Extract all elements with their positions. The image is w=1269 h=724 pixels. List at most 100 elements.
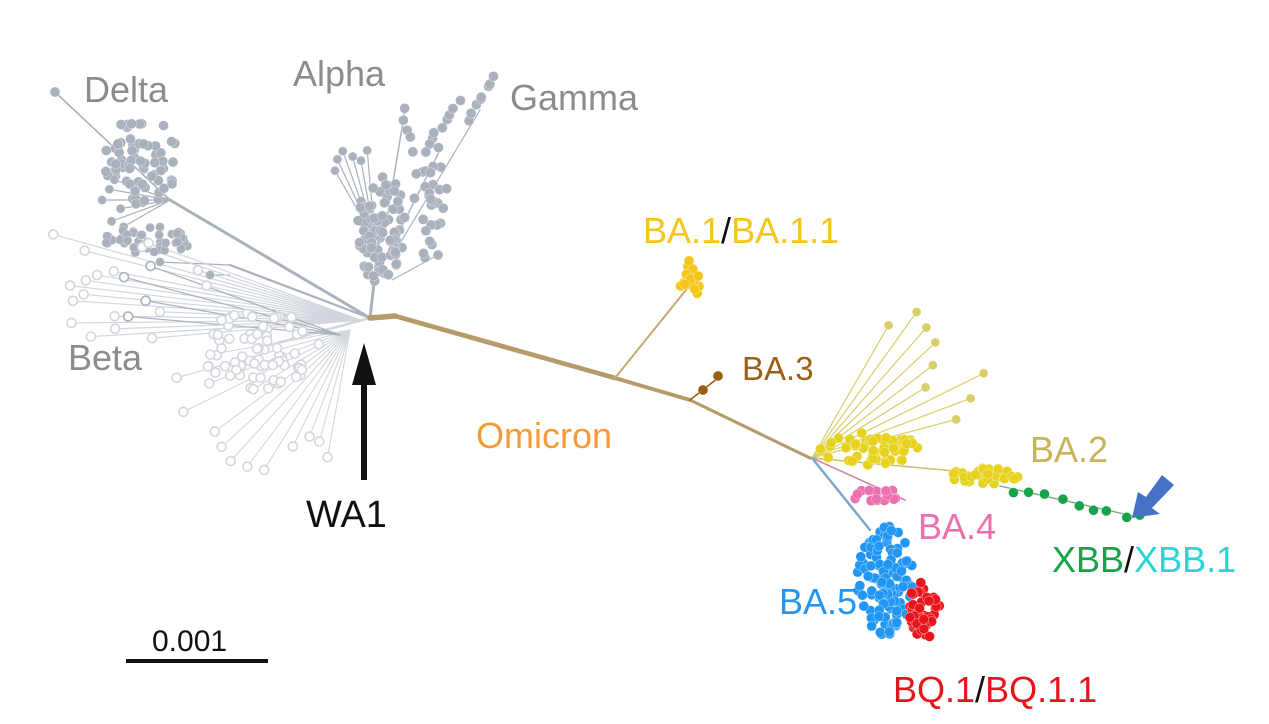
ba5-node bbox=[873, 540, 885, 552]
gamma-node bbox=[437, 122, 448, 134]
beta-node bbox=[252, 328, 263, 340]
ba1-node bbox=[683, 255, 695, 267]
beta-branch bbox=[72, 300, 361, 321]
beta-node bbox=[143, 237, 154, 249]
alpha-node bbox=[337, 146, 348, 157]
ba1-node bbox=[692, 270, 704, 282]
label-ba1-group: BA.1/BA.1.1 bbox=[643, 213, 839, 249]
delta-node bbox=[125, 133, 136, 145]
beta-node bbox=[225, 455, 237, 467]
beta-node bbox=[47, 229, 59, 240]
alpha-node bbox=[399, 102, 410, 114]
ba5-node bbox=[884, 626, 895, 638]
delta-node bbox=[137, 178, 148, 190]
beta-node bbox=[91, 269, 103, 281]
ba1-node bbox=[689, 283, 700, 295]
beta-node bbox=[297, 325, 308, 337]
ba2-node bbox=[850, 438, 861, 450]
delta-node bbox=[129, 185, 141, 197]
beta-node bbox=[108, 266, 119, 277]
beta-node bbox=[313, 339, 325, 350]
ba5-node bbox=[873, 611, 885, 622]
beta-node bbox=[78, 289, 89, 300]
alpha-node bbox=[363, 261, 374, 273]
beta-node bbox=[216, 441, 227, 453]
ba5-node bbox=[857, 589, 868, 601]
delta-node bbox=[126, 118, 137, 130]
beta-node bbox=[229, 310, 240, 321]
beta-branch bbox=[309, 329, 351, 438]
beta-branch bbox=[327, 329, 351, 458]
alpha-node bbox=[390, 247, 401, 258]
gamma-node bbox=[447, 103, 459, 114]
gamma-node bbox=[476, 91, 487, 103]
gamma-node bbox=[420, 225, 432, 237]
beta-node bbox=[231, 364, 242, 376]
xbb-node bbox=[1057, 493, 1069, 505]
gamma-node bbox=[441, 183, 452, 195]
beta-branch bbox=[292, 329, 351, 447]
omicron-trunk bbox=[688, 398, 812, 460]
delta-node bbox=[106, 216, 117, 227]
xbb-node bbox=[1074, 500, 1085, 512]
gamma-node bbox=[424, 236, 436, 247]
label-bq1-group: BQ.1/BQ.1.1 bbox=[893, 672, 1097, 708]
beta-node bbox=[212, 329, 224, 341]
alpha-node bbox=[362, 145, 372, 156]
beta-node bbox=[66, 317, 77, 329]
ba2-node bbox=[856, 427, 868, 439]
delta-node bbox=[49, 86, 61, 98]
beta-node bbox=[140, 295, 151, 307]
beta-node bbox=[85, 331, 97, 342]
delta-node bbox=[101, 145, 112, 156]
beta-branch bbox=[197, 269, 361, 321]
alpha-node bbox=[387, 203, 399, 215]
delta-node bbox=[166, 178, 178, 190]
ba2-node bbox=[815, 443, 826, 455]
ba2-node bbox=[970, 469, 982, 480]
alpha-node bbox=[366, 242, 377, 253]
beta-node bbox=[209, 426, 221, 437]
ba2-branch bbox=[811, 372, 985, 459]
xbb-node bbox=[1039, 488, 1050, 500]
ba2-node bbox=[911, 307, 922, 317]
delta-node bbox=[109, 174, 120, 185]
beta-node bbox=[171, 372, 182, 384]
xbb-node bbox=[1088, 504, 1099, 516]
delta-node bbox=[115, 203, 126, 214]
ba5-node bbox=[882, 559, 894, 570]
alpha-node bbox=[355, 202, 366, 213]
ba2-node bbox=[948, 468, 959, 480]
delta-sub-node bbox=[205, 270, 215, 280]
alpha-node bbox=[330, 165, 340, 176]
ba2-node bbox=[896, 455, 908, 466]
beta-node bbox=[287, 441, 299, 452]
delta-node bbox=[97, 195, 107, 205]
alpha-node bbox=[352, 215, 364, 226]
label-gamma: Gamma bbox=[510, 77, 639, 118]
omicron-trunk bbox=[613, 376, 692, 402]
beta-branch bbox=[159, 311, 361, 321]
delta-sub-node bbox=[155, 257, 165, 267]
beta-node bbox=[251, 343, 263, 355]
ba2-node bbox=[888, 442, 899, 454]
omicron-trunk bbox=[392, 313, 618, 381]
delta-node bbox=[100, 166, 112, 177]
gamma-node bbox=[425, 193, 437, 205]
ba5-node bbox=[862, 570, 874, 582]
alpha-node bbox=[332, 154, 343, 165]
beta-node bbox=[219, 360, 231, 372]
ba2-branch bbox=[811, 311, 918, 459]
delta-node bbox=[167, 156, 179, 168]
beta-node bbox=[178, 406, 189, 418]
ba5-node bbox=[876, 577, 888, 588]
gamma-node bbox=[410, 168, 422, 180]
beta-branch bbox=[318, 329, 351, 443]
beta-node bbox=[192, 264, 204, 276]
bq1-node bbox=[924, 631, 935, 642]
label-ba1-separator: / bbox=[721, 210, 732, 251]
beta-node bbox=[67, 295, 79, 307]
delta-sub-node bbox=[101, 238, 111, 248]
scale-bar bbox=[126, 659, 268, 663]
delta-node bbox=[112, 138, 124, 150]
